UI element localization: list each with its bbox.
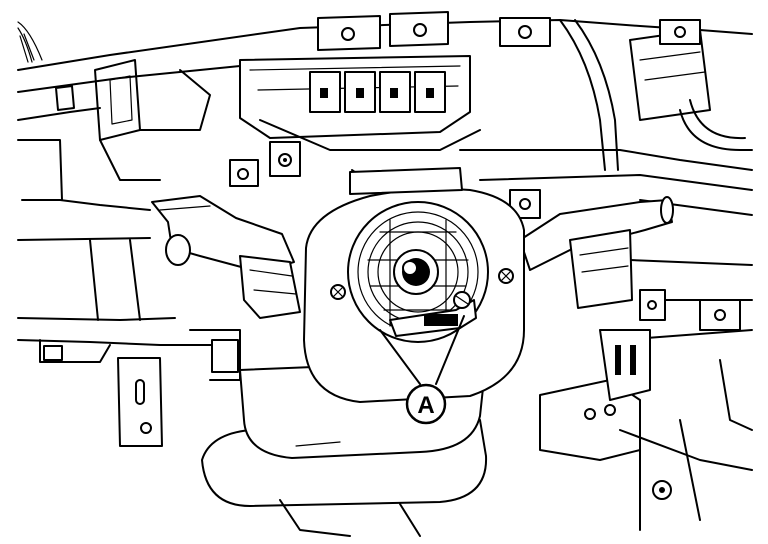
callout-a-circle [405,383,447,425]
callout-a-label: A [417,392,434,419]
left-mounting-bracket [39,329,241,447]
turn-signal-switch-stalk [151,195,301,319]
right-wiring-harness [459,19,753,341]
connector-block [229,11,551,187]
wiper-switch-stalk [519,196,674,309]
clock-spring [347,201,489,343]
right-lower-bracket [539,329,753,531]
callout-a: A [379,315,465,425]
